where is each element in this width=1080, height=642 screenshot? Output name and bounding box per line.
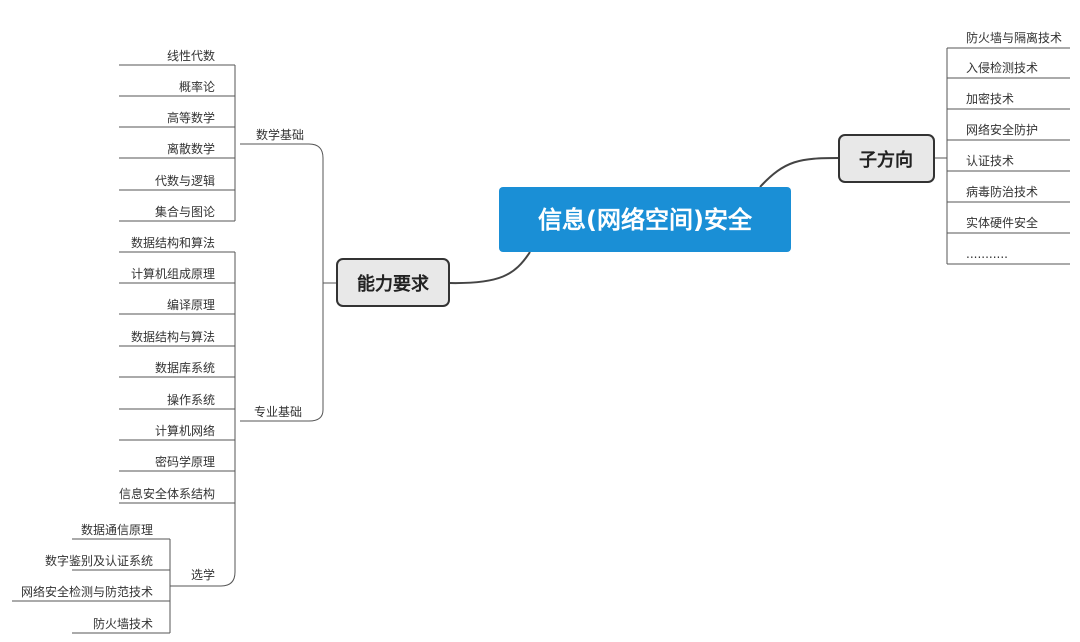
subdirection-item-label: 网络安全防护	[966, 122, 1038, 137]
major-item-label: 操作系统	[167, 392, 215, 407]
ability-to-major-edge	[308, 409, 324, 422]
major-item-label: 编译原理	[167, 297, 215, 312]
major-item-label: 信息安全体系结构	[119, 486, 215, 501]
math-item-label: 离散数学	[167, 141, 215, 156]
major-item-label: 数据库系统	[155, 360, 215, 375]
ability-to-math-edge	[308, 143, 324, 159]
connector-lines	[12, 47, 1070, 634]
math-item-label: 概率论	[179, 79, 215, 94]
math-item-label: 集合与图论	[155, 204, 215, 219]
subdirections-box[interactable]	[838, 134, 935, 183]
ability-requirements-label: 能力要求	[357, 273, 430, 295]
elective-label: 选学	[191, 567, 215, 582]
math-item-label: 高等数学	[167, 110, 215, 125]
major-item-label: 计算机组成原理	[131, 266, 215, 281]
elective-item-label: 防火墙技术	[93, 616, 153, 631]
elective-item-label: 数据通信原理	[81, 522, 153, 537]
subdirection-item-label: ...........	[966, 247, 1008, 261]
subdirection-item-label: 病毒防治技术	[966, 184, 1038, 199]
major-item-label: 密码学原理	[155, 454, 215, 469]
central-to-subdirections-edge	[759, 157, 840, 188]
subdirection-item-label: 认证技术	[966, 154, 1014, 168]
major-item-label: 数据结构和算法	[131, 235, 215, 250]
central-to-ability-edge	[448, 251, 531, 285]
elective-item-label: 数字鉴别及认证系统	[45, 553, 153, 568]
ability-requirements-box[interactable]	[336, 258, 450, 307]
math-item-label: 线性代数	[167, 48, 215, 63]
major-item-label: 数据结构与算法	[131, 329, 215, 344]
subdirection-item-label: 实体硬件安全	[966, 215, 1038, 230]
subdirections-label: 子方向	[859, 149, 913, 171]
math-label: 数学基础	[256, 127, 304, 142]
major-label: 专业基础	[254, 404, 302, 419]
central-topic-box[interactable]	[499, 187, 791, 252]
elective-item-label: 网络安全检测与防范技术	[21, 584, 153, 599]
subdirection-item-label: 防火墙与隔离技术	[966, 30, 1062, 45]
math-item-label: 代数与逻辑	[155, 173, 215, 188]
major-to-elective-edge	[220, 503, 236, 587]
major-item-label: 计算机网络	[155, 423, 215, 438]
subdirection-item-label: 入侵检测技术	[966, 60, 1038, 75]
central-topic-label: 信息(网络空间)安全	[538, 206, 753, 234]
subdirection-item-label: 加密技术	[966, 91, 1014, 106]
